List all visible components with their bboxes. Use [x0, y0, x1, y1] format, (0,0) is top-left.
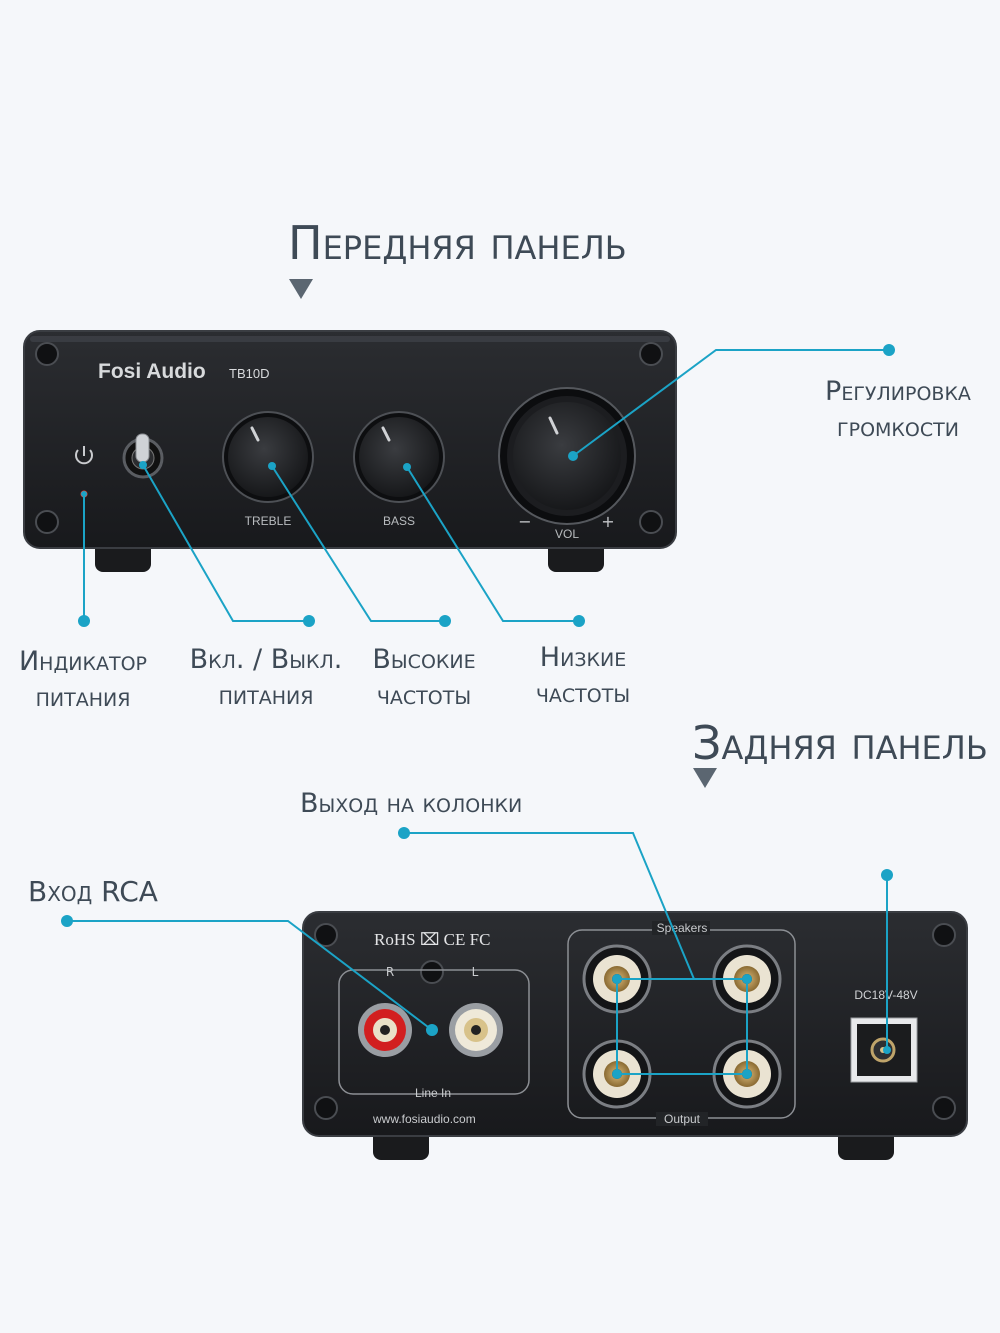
rear-title-arrow-icon	[693, 768, 717, 788]
bass-label-line1: Низкие	[539, 642, 627, 673]
brand-logo: Fosi Audio	[98, 360, 206, 383]
treble-label-line2: частоты	[376, 680, 472, 711]
screw-icon	[639, 510, 663, 534]
callout-lines	[67, 349, 889, 1075]
rca-l-label: L	[472, 965, 479, 979]
certification-marks: RoHS ⌧ CE FC	[374, 930, 490, 949]
line-in-frame	[338, 969, 530, 1095]
callout-dots	[61, 344, 895, 1079]
screw-icon	[314, 923, 338, 947]
screw-icon	[932, 923, 956, 947]
bass-knob	[353, 411, 445, 503]
rca-r-label: R	[386, 965, 394, 979]
website-label: www.fosiaudio.com	[372, 1112, 476, 1126]
front-amplifier: Fosi Audio TB10D TREBLE BASS	[23, 330, 677, 572]
treble-label: TREBLE	[245, 514, 292, 528]
power-switch-label: Вкл. / Выкл. питания	[188, 642, 344, 714]
rca-input-label: Вход RCA	[28, 875, 158, 908]
front-title-arrow-icon	[289, 279, 313, 299]
screw-icon	[420, 960, 444, 984]
front-panel-title: Передняя панель	[288, 216, 627, 270]
bass-label-callout: Низкие частоты	[518, 640, 648, 712]
screw-icon	[314, 1096, 338, 1120]
power-label-line2: питания	[218, 680, 314, 711]
vol-minus-label: −	[518, 512, 531, 531]
power-label-line1: Вкл. / Выкл.	[189, 644, 343, 675]
screw-icon	[932, 1096, 956, 1120]
vol-label: VOL	[555, 527, 579, 541]
rca-right-jack	[358, 1003, 412, 1057]
volume-label-line1: Регулировка	[825, 376, 971, 407]
output-label: Output	[664, 1112, 701, 1126]
rca-left-jack	[449, 1003, 503, 1057]
rear-panel-body	[302, 911, 968, 1137]
speaker-output-label: Выход на колонки	[300, 788, 523, 819]
volume-label-line2: громкости	[837, 412, 959, 443]
power-toggle-switch	[122, 433, 164, 479]
power-indicator-label: Индикатор питания	[8, 644, 158, 716]
volume-control-label: Регулировка громкости	[818, 374, 978, 446]
screw-icon	[35, 510, 59, 534]
bass-label-line2: частоты	[535, 678, 631, 709]
vol-plus-label: +	[601, 512, 614, 531]
volume-knob	[498, 387, 636, 525]
speakers-label: Speakers	[657, 921, 708, 935]
model-label: TB10D	[229, 366, 269, 381]
treble-label-callout: Высокие частоты	[358, 642, 490, 714]
treble-knob	[222, 411, 314, 503]
indicator-label-line2: питания	[35, 682, 131, 713]
treble-label-line1: Высокие	[372, 644, 476, 675]
screw-icon	[639, 342, 663, 366]
screw-icon	[35, 342, 59, 366]
line-in-label: Line In	[415, 1086, 451, 1100]
rear-amplifier: RoHS ⌧ CE FC R L Line In Speakers Output	[302, 911, 968, 1160]
power-icon	[75, 446, 93, 465]
indicator-label-line1: Индикатор	[18, 646, 148, 677]
bass-label: BASS	[383, 514, 415, 528]
rear-panel-title: Задняя панель	[692, 716, 988, 770]
